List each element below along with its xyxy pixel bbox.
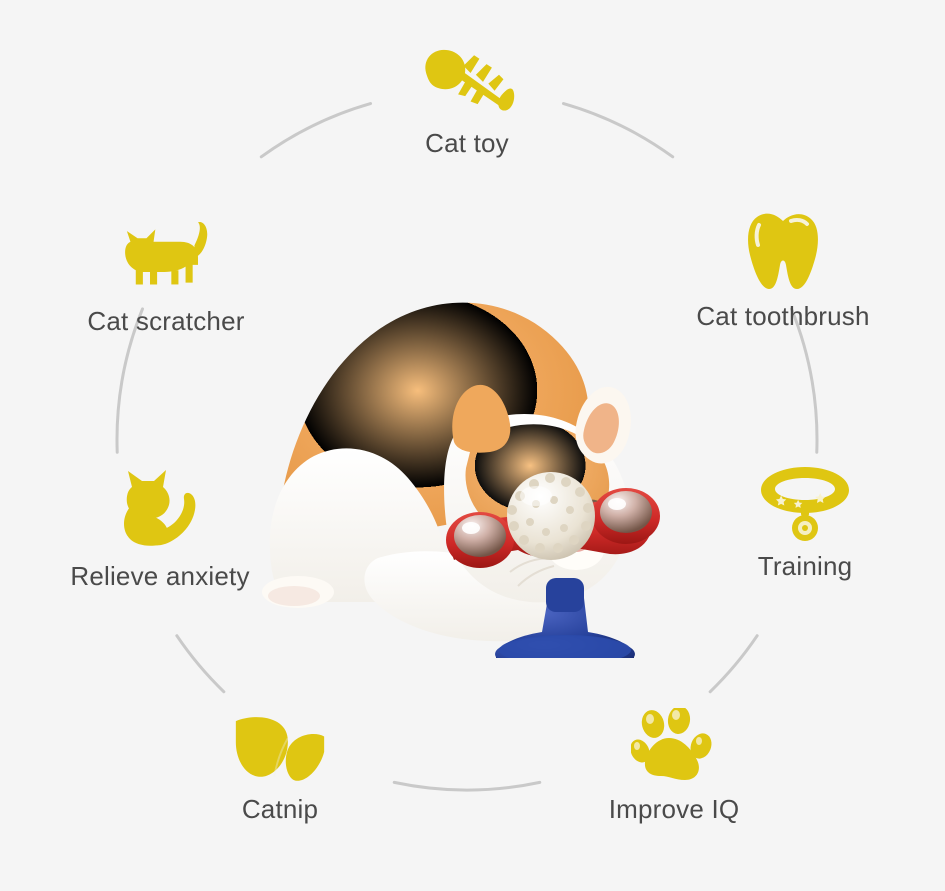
feature-label: Cat toothbrush — [696, 301, 870, 331]
feature-label: Improve IQ — [608, 794, 740, 824]
feature-label: Cat scratcher — [87, 306, 245, 336]
feature-label: Relieve anxiety — [70, 561, 250, 591]
ring-arc-segment — [790, 307, 819, 454]
ring-arc-segment — [561, 102, 675, 159]
ring-arc-segment — [392, 780, 542, 792]
feature-cat-toothbrush[interactable]: Cat toothbrush — [653, 205, 913, 331]
feature-catnip[interactable]: Catnip — [150, 698, 410, 824]
ring-arc-segment — [175, 634, 226, 694]
feature-label: Training — [757, 551, 853, 581]
fishbone-icon — [419, 32, 515, 118]
feature-cat-toy[interactable]: Cat toy — [337, 32, 597, 158]
center-product-photo — [258, 258, 718, 658]
walking-cat-icon — [118, 210, 214, 296]
feature-training[interactable]: Training — [675, 455, 935, 581]
sitting-cat-icon — [112, 465, 208, 551]
feature-label: Cat toy — [425, 128, 509, 158]
paw-print-icon — [626, 698, 722, 784]
ring-arc-segment — [115, 307, 144, 454]
tooth-icon — [735, 205, 831, 291]
collar-icon — [757, 455, 853, 541]
leaves-icon — [232, 698, 328, 784]
feature-relieve-anxiety[interactable]: Relieve anxiety — [30, 465, 290, 591]
feature-cat-scratcher[interactable]: Cat scratcher — [36, 210, 296, 336]
ring-arc-segment — [259, 102, 373, 159]
feature-label: Catnip — [241, 794, 319, 824]
feature-improve-iq[interactable]: Improve IQ — [544, 698, 804, 824]
ring-arc-segment — [708, 634, 759, 694]
